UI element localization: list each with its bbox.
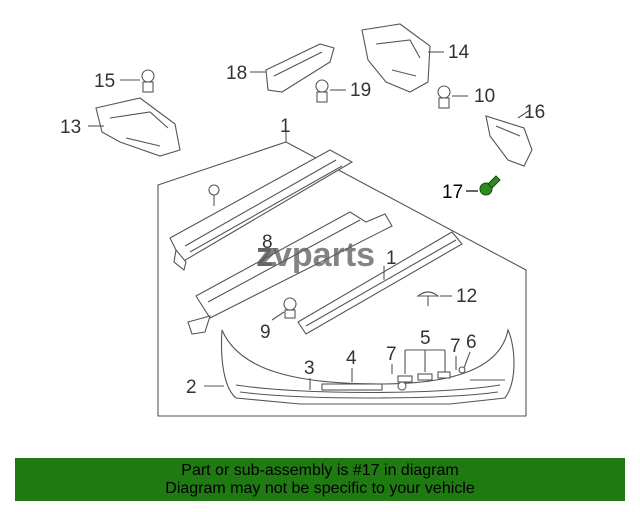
part-13-bracket	[95, 97, 181, 157]
callout-10: 10	[474, 86, 495, 107]
leader-9	[271, 311, 285, 321]
part-17-bolt	[479, 175, 501, 196]
callout-8: 8	[262, 232, 273, 253]
callout-2: 2	[186, 377, 197, 398]
callout-16: 16	[524, 102, 545, 123]
watermark-text: zvparts	[256, 236, 375, 274]
part-16-seal	[485, 115, 533, 167]
leader-6	[463, 351, 471, 369]
part-10-clip	[437, 85, 451, 109]
callout-1: 1	[280, 116, 291, 137]
callout-5: 5	[420, 328, 431, 349]
part-2-cowl-panel	[221, 328, 515, 405]
callout-13: 13	[60, 117, 81, 138]
callout-9: 9	[260, 322, 271, 343]
callout-7b: 7	[450, 336, 461, 357]
cowl-middle-panel	[187, 211, 393, 335]
callout-12: 12	[456, 286, 477, 307]
info-banner: Part or sub-assembly is #17 in diagram D…	[15, 458, 625, 501]
part-15-clip	[141, 69, 155, 93]
callout-7a: 7	[386, 344, 397, 365]
assembly-frame	[157, 141, 527, 417]
callout-17: 17	[442, 182, 463, 203]
clip-12	[416, 291, 440, 306]
part-14-reinforcement	[361, 23, 431, 93]
part-18-bracket	[265, 43, 335, 93]
cowl-upper-grille	[169, 149, 354, 271]
leader-16	[517, 109, 531, 119]
watermark-logo: zvparts	[256, 236, 375, 274]
banner-line-1: Part or sub-assembly is #17 in diagram	[181, 461, 459, 479]
callout-15: 15	[94, 71, 115, 92]
callout-1b: 1	[386, 248, 397, 269]
cowl-lower-trim	[297, 231, 463, 335]
callout-4: 4	[346, 348, 357, 369]
part-19-clip	[315, 79, 329, 103]
fastener-9	[283, 297, 297, 319]
callout-14: 14	[448, 42, 470, 63]
leader-5	[404, 349, 446, 374]
fastener-8	[208, 184, 220, 206]
callout-18: 18	[226, 63, 247, 84]
banner-line-2: Diagram may not be specific to your vehi…	[165, 479, 475, 497]
callout-19: 19	[350, 80, 371, 101]
callout-6: 6	[466, 332, 477, 353]
callout-3: 3	[304, 358, 315, 379]
